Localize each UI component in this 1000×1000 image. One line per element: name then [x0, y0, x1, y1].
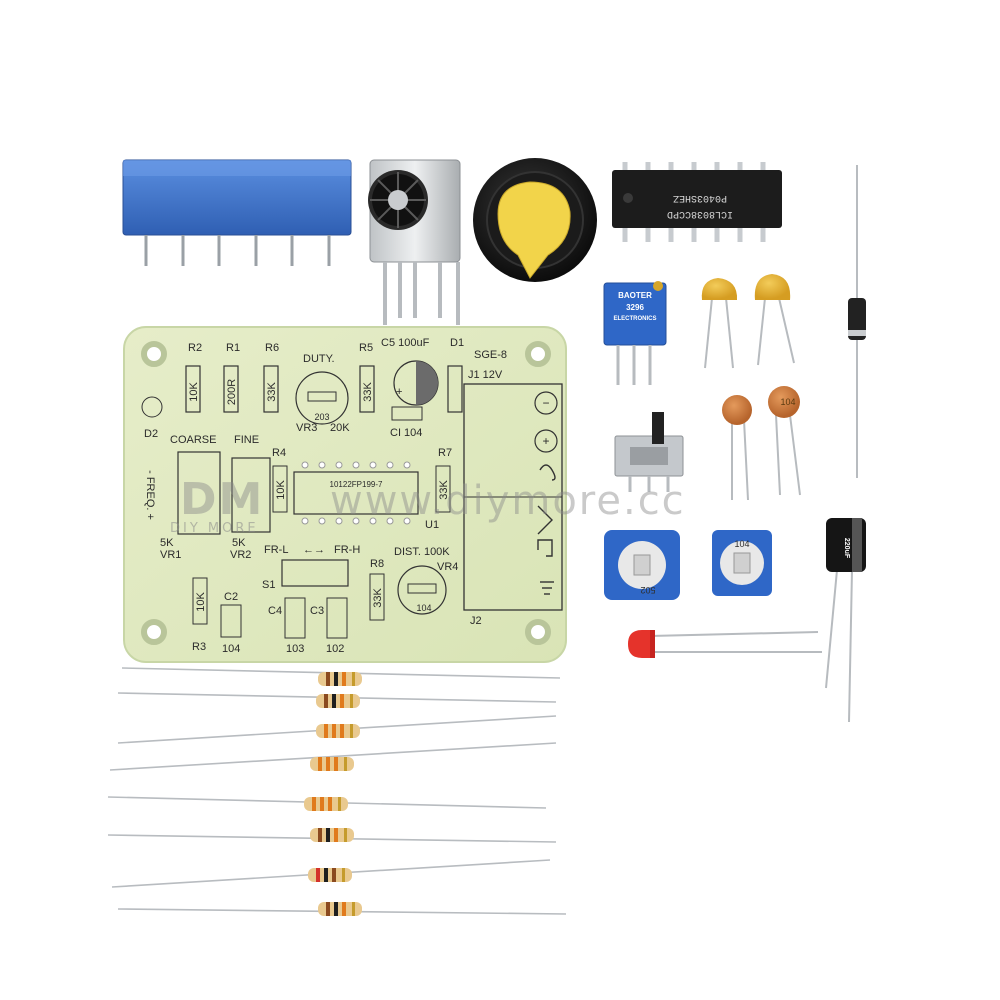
- label-frh: FR-H: [334, 544, 360, 556]
- r7-value: 33K: [438, 480, 450, 500]
- minus-symbol: −: [542, 396, 549, 410]
- label-vr3: VR3: [296, 422, 317, 434]
- plus-symbol: +: [542, 434, 549, 448]
- silk-ic: 10122FP199-7: [330, 480, 383, 489]
- label-vr3-value: 20K: [330, 422, 350, 434]
- label-r6: R6: [265, 342, 279, 354]
- pcb-board: R2 R1 R6 DUTY. R5 C5 100uF D1 SGE-8 J1 1…: [123, 326, 567, 663]
- label-r2: R2: [188, 342, 202, 354]
- electrolytic-capacitor: 220uF: [825, 518, 866, 723]
- vr2-value: 5K: [232, 537, 246, 549]
- watermark-logo: DM: [180, 474, 264, 525]
- trim-pot-right: 104: [712, 530, 772, 596]
- label-j1: J1 12V: [468, 369, 503, 381]
- label-c5: C5 100uF: [381, 337, 430, 349]
- label-ci: CI 104: [390, 427, 422, 439]
- label-fine: FINE: [234, 434, 259, 446]
- label-r8: R8: [370, 558, 384, 570]
- label-dist: DIST. 100K: [394, 546, 450, 558]
- c4-value: 103: [286, 643, 304, 655]
- label-c4: C4: [268, 605, 282, 617]
- label-coarse: COARSE: [170, 434, 216, 446]
- yellow-ceramic-caps: [701, 274, 795, 369]
- r5-value: 33K: [362, 382, 374, 402]
- diode: [848, 165, 866, 478]
- red-led: [628, 630, 822, 658]
- label-duty: DUTY.: [303, 353, 335, 365]
- label-j2: J2: [470, 615, 482, 627]
- vr1-value: 5K: [160, 537, 174, 549]
- label-vr4: VR4: [437, 561, 458, 573]
- watermark: DM DIY MORE www.diymore.cc: [170, 474, 686, 536]
- trimmer-code: 3296: [626, 303, 644, 312]
- label-r5: R5: [359, 342, 373, 354]
- r1-value: 200R: [226, 379, 238, 405]
- slide-switch: [614, 412, 684, 492]
- knob-cap: [473, 158, 597, 282]
- rotary-potentiometer: [368, 159, 461, 325]
- blue-pin-header: [122, 159, 352, 266]
- vr4-code: 104: [416, 603, 431, 613]
- vr3-code: 203: [314, 412, 329, 422]
- icl8038-chip: ICL8038CCPD P0403SHEZ: [612, 162, 782, 242]
- label-d2: D2: [144, 428, 158, 440]
- c2-value: 104: [222, 643, 240, 655]
- resistor-bodies: [304, 672, 362, 916]
- electrolytic-label: 220uF: [843, 538, 850, 559]
- arrow-symbol: ←→: [303, 544, 325, 556]
- label-r7: R7: [438, 447, 452, 459]
- label-vr1: VR1: [160, 549, 181, 561]
- r6-value: 33K: [266, 382, 278, 402]
- label-frl: FR-L: [264, 544, 288, 556]
- trimmer-sub: ELECTRONICS: [613, 316, 656, 322]
- label-freq: - FREQ. +: [144, 470, 156, 520]
- label-r4: R4: [272, 447, 286, 459]
- r3-value: 10K: [195, 592, 207, 612]
- label-r1: R1: [226, 342, 240, 354]
- cap-104-label: 104: [780, 397, 795, 407]
- chip-label-1: ICL8038CCPD: [667, 208, 733, 219]
- trim-pot-left: 502: [604, 530, 680, 600]
- label-c3: C3: [310, 605, 324, 617]
- multiturn-trimmer: BAOTER 3296 ELECTRONICS: [603, 281, 667, 385]
- pot-right-code: 104: [734, 539, 749, 549]
- orange-ceramic-caps: 104: [722, 386, 801, 501]
- trimmer-brand: BAOTER: [618, 291, 652, 300]
- r8-value: 33K: [372, 588, 384, 608]
- c3-value: 102: [326, 643, 344, 655]
- r2-value: 10K: [188, 382, 200, 402]
- label-r3: R3: [192, 641, 206, 653]
- watermark-site: www.diymore.cc: [330, 478, 686, 524]
- label-d1: D1: [450, 337, 464, 349]
- chip-label-2: P0403SHEZ: [673, 192, 727, 203]
- label-u1: U1: [425, 519, 439, 531]
- label-c2: C2: [224, 591, 238, 603]
- label-vr2: VR2: [230, 549, 251, 561]
- pot-left-code: 502: [640, 585, 655, 595]
- r4-value: 10K: [275, 480, 287, 500]
- label-s1: S1: [262, 579, 275, 591]
- label-sge: SGE-8: [474, 349, 507, 361]
- c5-plus: +: [396, 386, 402, 398]
- watermark-brand: DIY MORE: [170, 521, 259, 536]
